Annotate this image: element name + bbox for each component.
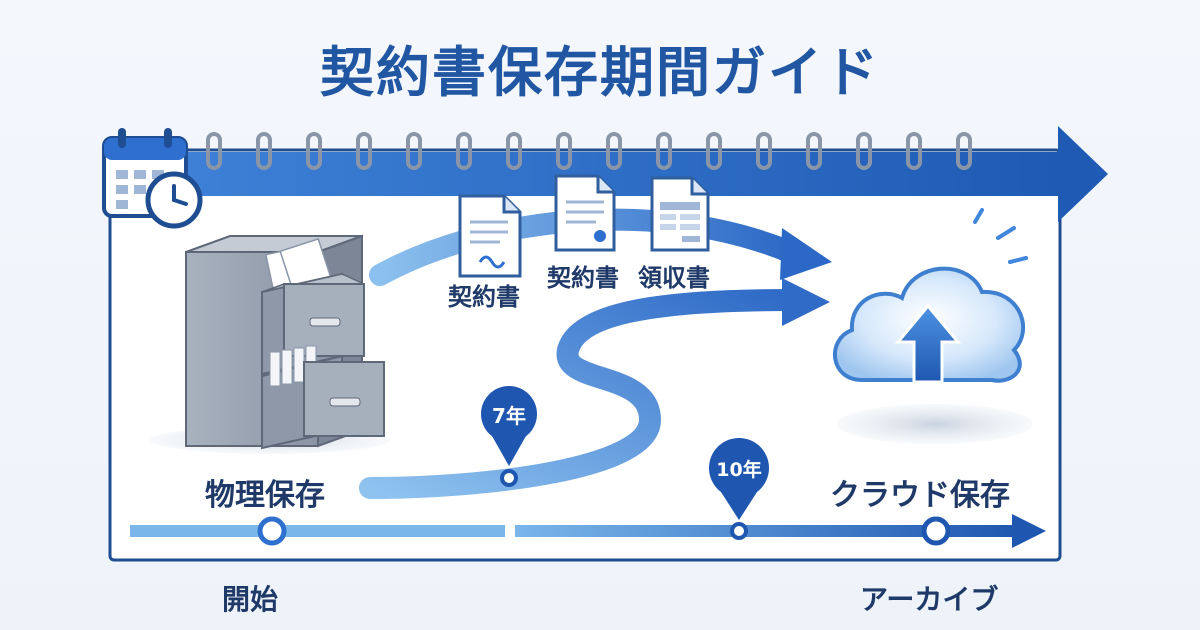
physical-storage-label: 物理保存 [205, 478, 325, 513]
filing-cabinet-icon [150, 234, 390, 454]
document-label-contract-2: 契約書 [547, 264, 619, 292]
milestone-pin-7y [481, 386, 537, 487]
cloud-storage-label: クラウド保存 [830, 478, 1010, 513]
timeline-node-archive [921, 516, 951, 546]
timeline-node-start [257, 516, 287, 546]
bottom-timeline-arrow [130, 514, 1046, 548]
milestone-label-10y: 10年 [716, 459, 762, 481]
document-label-contract: 契約書 [448, 283, 520, 311]
timeline-start-label: 開始 [222, 583, 279, 616]
timeline-end-label: アーカイブ [860, 583, 999, 616]
receipt-document-icon [650, 176, 710, 252]
cloud-upload-icon [832, 208, 1033, 444]
document-label-receipt: 領収書 [638, 264, 710, 292]
binder-rings [206, 132, 972, 170]
sealed-contract-document-icon [554, 174, 616, 252]
calendar-clock-icon [102, 128, 203, 229]
contract-document-icon [458, 194, 522, 278]
milestone-pin-10y [709, 438, 769, 540]
milestone-label-7y: 7年 [492, 404, 526, 428]
page-title: 契約書保存期間ガイド [320, 41, 880, 104]
lower-flow-arrow [359, 278, 830, 499]
